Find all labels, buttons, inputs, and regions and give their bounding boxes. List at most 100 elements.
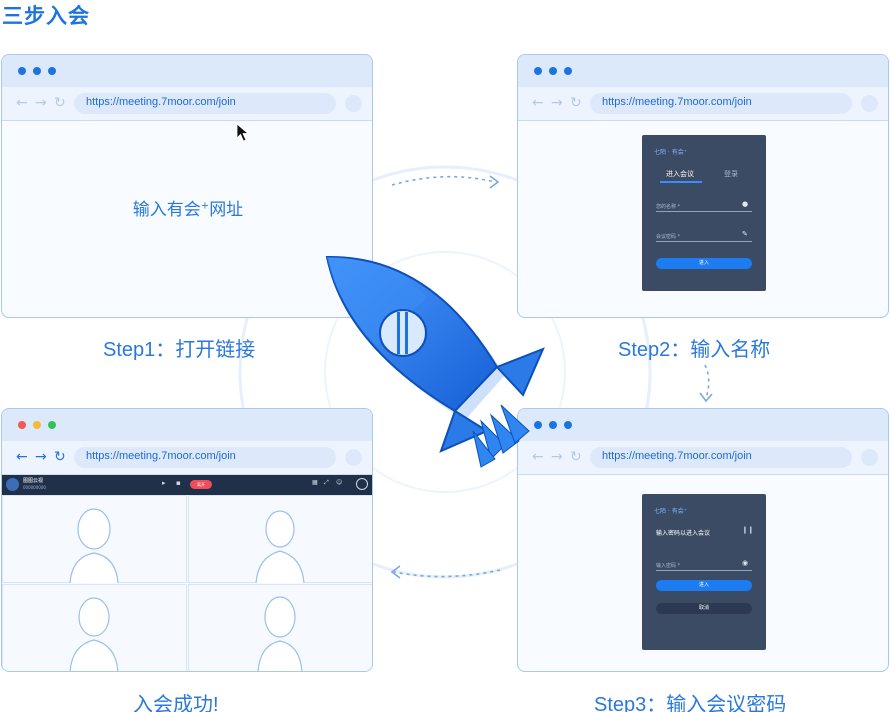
page-title: 三步入会	[2, 4, 90, 28]
reload-icon[interactable]: ↻	[54, 95, 66, 111]
layout-icon[interactable]: ▦	[312, 479, 318, 486]
meeting-toolbar: 图图云视 000000000 ▸ ▪ 离开 ▦ ⤢ ☺	[2, 475, 372, 495]
window-titlebar	[2, 55, 372, 87]
step3-caption: Step3：输入会议密码	[594, 694, 787, 712]
arrow-right	[704, 364, 710, 399]
name-field-label: 您的名称 *	[656, 204, 681, 210]
join-dialog: 七陌 · 有会⁺ 进入会议 登录 您的名称 * ● 会议密码 * ✎ 进入	[642, 135, 766, 291]
browser-window-success: ← → ↻ https://meeting.7moor.com/join 图图云…	[1, 408, 373, 672]
window-titlebar	[518, 409, 888, 441]
code-field-label: 会议密码 *	[656, 234, 681, 240]
participant-head	[78, 597, 110, 637]
arrow-top	[391, 175, 496, 186]
browser-window-step3: ← → ↻ https://meeting.7moor.com/join 七陌 …	[517, 408, 889, 672]
window-dot-icon	[18, 67, 26, 75]
window-dot-icon	[549, 421, 557, 429]
orbit-ring-outer	[238, 165, 652, 579]
profile-icon[interactable]	[345, 95, 362, 112]
mic-icon[interactable]: ▸	[162, 479, 166, 487]
video-grid	[2, 495, 372, 671]
back-icon[interactable]: ←	[532, 449, 544, 465]
participant-body	[255, 550, 305, 584]
code-field[interactable]	[656, 241, 752, 242]
password-heading: 输入密码以进入会议	[656, 530, 711, 537]
tab-join[interactable]: 进入会议	[666, 170, 694, 178]
forward-icon[interactable]: →	[35, 95, 47, 111]
key-icon: ✎	[742, 230, 748, 238]
cursor-icon	[236, 123, 250, 142]
people-icon[interactable]: ☺	[336, 479, 343, 486]
minimize-dot-icon[interactable]	[33, 421, 41, 429]
profile-icon[interactable]	[345, 449, 362, 466]
meeting-name: 图图云视	[23, 478, 44, 484]
profile-icon[interactable]	[861, 449, 878, 466]
forward-icon[interactable]: →	[551, 95, 563, 111]
address-bar: ← → ↻ https://meeting.7moor.com/join	[2, 87, 372, 121]
maximize-dot-icon[interactable]	[48, 421, 56, 429]
reload-icon[interactable]: ↻	[54, 449, 66, 465]
participant-body	[69, 639, 119, 671]
orbit-ring-inner	[324, 251, 566, 493]
soundwave-icon: ❙❙	[742, 526, 754, 534]
video-tile	[2, 584, 187, 671]
tab-login[interactable]: 登录	[724, 170, 738, 178]
reload-icon[interactable]: ↻	[570, 449, 582, 465]
participant-body	[257, 640, 303, 671]
participant-head	[264, 596, 296, 638]
address-bar: ← → ↻ https://meeting.7moor.com/join	[518, 441, 888, 475]
meeting-id: 000000000	[23, 485, 46, 490]
password-field-label: 输入密码 *	[656, 563, 681, 569]
user-avatar-icon[interactable]	[356, 478, 368, 490]
dialog-brand: 七陌 · 有会⁺	[654, 508, 687, 515]
fullscreen-icon[interactable]: ⤢	[324, 479, 329, 486]
participant-head	[77, 508, 111, 550]
reload-icon[interactable]: ↻	[570, 95, 582, 111]
window-dot-icon	[549, 67, 557, 75]
back-icon[interactable]: ←	[532, 95, 544, 111]
window-titlebar	[2, 409, 372, 441]
enter-button[interactable]: 进入	[656, 580, 752, 591]
url-field[interactable]: https://meeting.7moor.com/join	[74, 447, 336, 468]
meeting-avatar	[6, 478, 19, 491]
leave-button[interactable]: 离开	[190, 480, 212, 489]
back-icon[interactable]: ←	[16, 95, 28, 111]
step2-caption: Step2：输入名称	[618, 339, 771, 361]
window-dot-icon	[534, 67, 542, 75]
password-dialog: 七陌 · 有会⁺ 输入密码以进入会议 ❙❙ 输入密码 * ◉ 进入 取消	[642, 494, 766, 650]
step1-caption: Step1：打开链接	[103, 339, 256, 361]
window-dot-icon	[33, 67, 41, 75]
success-caption: 入会成功!	[133, 694, 219, 712]
user-icon: ●	[742, 200, 749, 208]
close-dot-icon[interactable]	[18, 421, 26, 429]
url-field[interactable]: https://meeting.7moor.com/join	[590, 447, 852, 468]
dialog-brand: 七陌 · 有会⁺	[654, 149, 687, 156]
forward-icon[interactable]: →	[551, 449, 563, 465]
profile-icon[interactable]	[861, 95, 878, 112]
back-icon[interactable]: ←	[16, 449, 28, 465]
participant-avatars	[69, 508, 305, 671]
step1-instruction: 输入有会+网址	[132, 200, 244, 220]
forward-icon[interactable]: →	[35, 449, 47, 465]
rocket-icon	[325, 255, 545, 468]
url-field[interactable]: https://meeting.7moor.com/join	[590, 93, 852, 114]
window-dot-icon	[534, 421, 542, 429]
eye-icon: ◉	[742, 559, 749, 567]
address-bar: ← → ↻ https://meeting.7moor.com/join	[518, 87, 888, 121]
browser-window-step1: ← → ↻ https://meeting.7moor.com/join 输入有…	[1, 54, 373, 318]
window-dot-icon	[564, 421, 572, 429]
tab-underline	[660, 181, 702, 183]
url-field[interactable]: https://meeting.7moor.com/join	[74, 93, 336, 114]
name-field[interactable]	[656, 211, 752, 212]
join-button[interactable]: 进入	[656, 258, 752, 269]
password-field[interactable]	[656, 570, 752, 571]
window-dot-icon	[48, 67, 56, 75]
camera-icon[interactable]: ▪	[176, 479, 181, 487]
video-tile	[188, 584, 372, 671]
browser-window-step2: ← → ↻ https://meeting.7moor.com/join 七陌 …	[517, 54, 889, 318]
participant-head	[265, 510, 295, 548]
window-dot-icon	[564, 67, 572, 75]
participant-body	[69, 552, 119, 584]
window-titlebar	[518, 55, 888, 87]
cancel-button[interactable]: 取消	[656, 603, 752, 614]
